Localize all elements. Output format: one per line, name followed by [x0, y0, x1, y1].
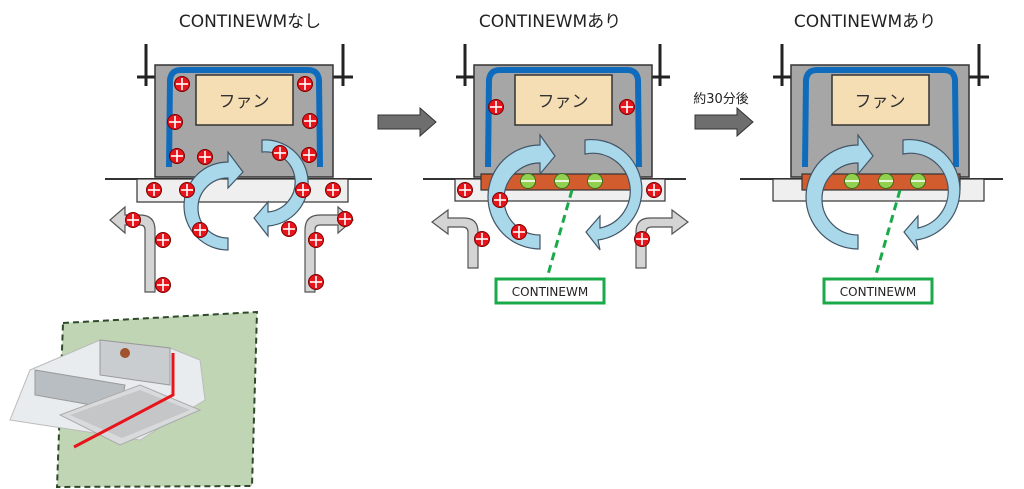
fan-label: ファン — [219, 92, 270, 112]
panel-title: CONTINEWMなし — [179, 12, 321, 32]
time-label: 約30分後 — [693, 92, 749, 107]
panel-title: CONTINEWMあり — [479, 12, 621, 32]
panel-after-30min: CONTINEWMあり ファン CONTINEWM — [740, 12, 1003, 305]
fan-box — [195, 74, 294, 126]
panel-title: CONTINEWMあり — [794, 12, 936, 32]
callout-label: CONTINEWM — [512, 285, 588, 299]
outlet-arrow-left — [109, 205, 156, 293]
unit-illustration — [9, 310, 259, 489]
panel-without-continewm: CONTINEWMなし ファン — [105, 12, 372, 294]
fan-label: ファン — [538, 92, 589, 112]
continewm-callout — [822, 277, 934, 305]
duct-blue — [166, 67, 323, 168]
transition-arrow-2: 約30分後 — [693, 92, 754, 138]
fan-box — [514, 74, 613, 126]
fan-label: ファン — [855, 92, 906, 112]
continewm-callout — [494, 277, 606, 305]
panel-with-continewm: CONTINEWMあり ファン CONTINEWM — [423, 12, 689, 305]
fan-box — [831, 74, 930, 126]
green-particles — [519, 172, 604, 190]
transition-arrow-1 — [377, 106, 437, 138]
green-particles — [843, 172, 927, 190]
ceiling-panel — [136, 178, 349, 203]
continewm-line — [73, 353, 175, 449]
callout-label: CONTINEWM — [840, 285, 916, 299]
circulation-arrow-right — [253, 139, 309, 238]
